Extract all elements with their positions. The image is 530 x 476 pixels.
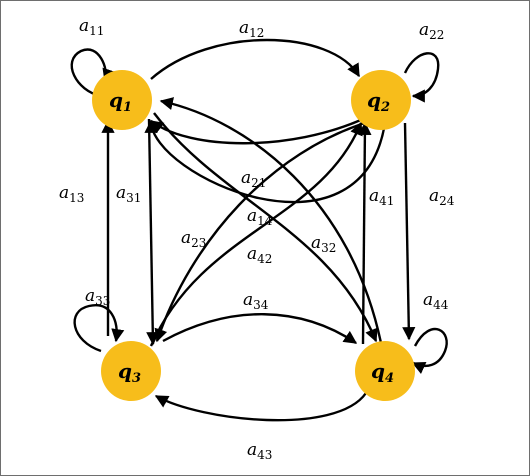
label-a34: a34 xyxy=(243,290,269,312)
label-a24: a24 xyxy=(429,186,455,208)
edge-a42 xyxy=(358,121,372,345)
edge-a12 xyxy=(150,38,361,80)
svg-text:q4: q4 xyxy=(371,359,394,386)
label-a22: a22 xyxy=(419,20,444,42)
label-a21: a21 xyxy=(241,168,266,190)
node-q2: q2 xyxy=(351,70,411,130)
label-a11: a11 xyxy=(79,16,104,38)
node-q4: q4 xyxy=(355,341,415,401)
edge-a32 xyxy=(159,97,383,344)
edge-a34 xyxy=(162,313,358,344)
nodes: q1 q2 q3 q4 xyxy=(92,70,415,401)
label-a23: a23 xyxy=(181,228,206,250)
node-q1: q1 xyxy=(92,70,152,130)
label-a14: a14 xyxy=(247,206,273,228)
edge-a-mid xyxy=(149,121,363,347)
label-a12: a12 xyxy=(239,18,264,40)
label-a41: a42 xyxy=(247,244,272,266)
svg-text:q3: q3 xyxy=(118,359,141,386)
edge-a24 xyxy=(402,122,416,341)
svg-text:q1: q1 xyxy=(109,88,132,115)
label-a33: a33 xyxy=(85,286,110,308)
label-a31: a31 xyxy=(116,183,141,205)
edge-a44 xyxy=(411,327,448,374)
svg-text:q2: q2 xyxy=(367,88,390,115)
edge-a41 xyxy=(144,119,387,204)
edge-a11 xyxy=(70,48,116,98)
edge-a33 xyxy=(73,304,125,353)
edge-labels: a11 a12 a22 a21 a13 a31 a41 a24 a14 a23 xyxy=(59,16,455,462)
edge-a31 xyxy=(146,118,160,346)
edge-a22 xyxy=(403,52,440,103)
node-q3: q3 xyxy=(101,341,161,401)
label-a32: a32 xyxy=(311,233,336,255)
label-a44: a44 xyxy=(423,290,449,312)
edge-a21 xyxy=(149,117,364,145)
edge-a23 xyxy=(154,119,372,343)
label-a43: a43 xyxy=(247,440,272,462)
edges xyxy=(70,38,448,422)
label-a42: a41 xyxy=(369,186,394,208)
edge-a43 xyxy=(154,392,367,422)
label-a13: a13 xyxy=(59,183,84,205)
